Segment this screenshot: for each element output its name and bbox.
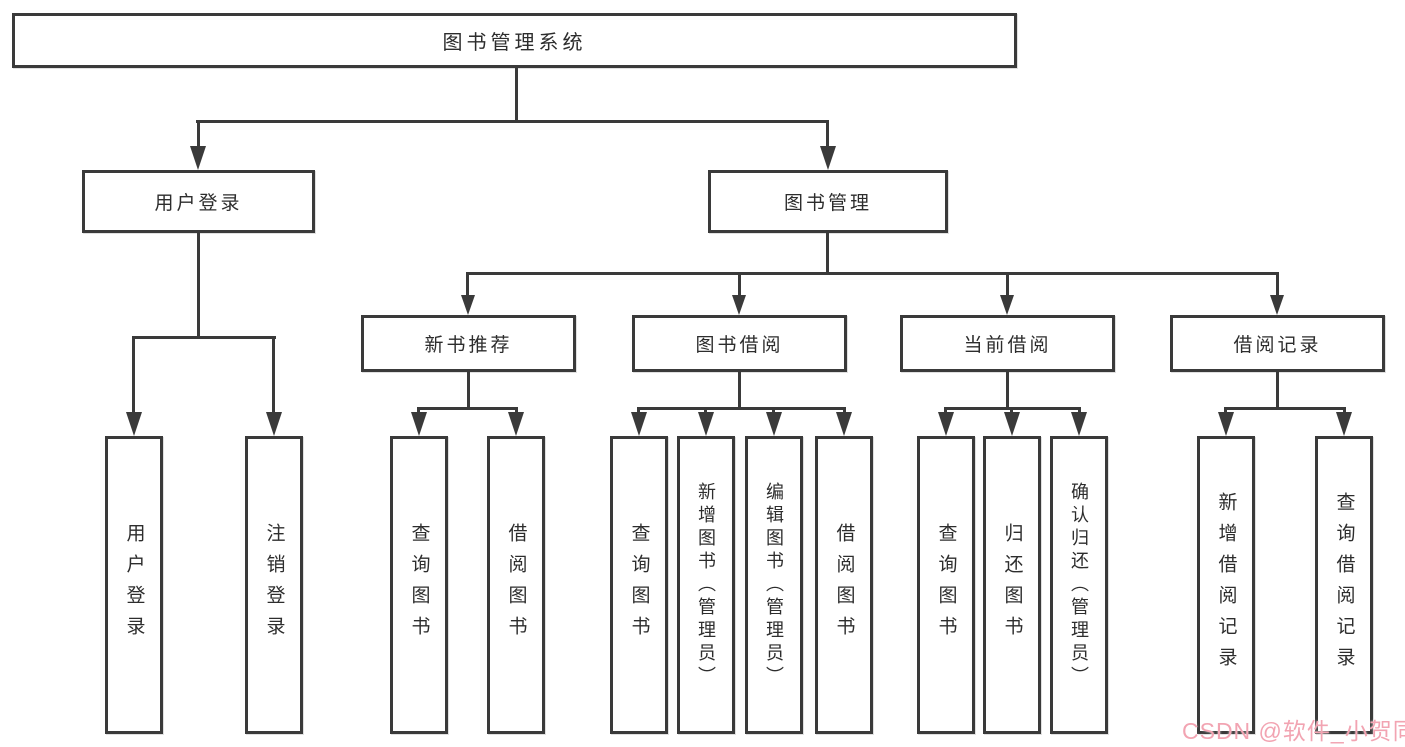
connector-vline [826,233,829,272]
connector-vline [197,233,200,336]
node-book-borrow-label: 图书借阅 [695,335,784,356]
connector-hline [466,272,1279,275]
down-arrow-icon [1336,412,1352,436]
node-book-management-label: 图书管理 [783,193,872,214]
connector-vline [944,407,947,415]
node-new-book-recommend-label: 新书推荐 [424,335,513,356]
leaf-query-borrow-record-label: 查询借阅记录 [1333,492,1355,678]
leaf-borrow-borrow-books-label: 借阅图书 [833,523,855,647]
connector-hline [196,120,829,123]
node-borrow-records-label: 借阅记录 [1233,335,1322,356]
down-arrow-icon [631,412,647,436]
leaf-borrow-query-books-label: 查询图书 [628,523,650,647]
connector-hline [1224,407,1346,410]
down-arrow-icon [1270,295,1284,315]
node-borrow-records: 借阅记录 [1170,315,1385,372]
node-root-label: 图书管理系统 [442,32,587,54]
leaf-recommend-borrow-books-label: 借阅图书 [505,523,527,647]
leaf-current-query-books-label: 查询图书 [935,523,957,647]
node-book-management: 图书管理 [708,170,948,233]
connector-vline [466,272,469,296]
connector-vline [1276,372,1279,407]
leaf-return-books: 归还图书 [983,436,1041,734]
down-arrow-icon [766,412,782,436]
leaf-recommend-query-books: 查询图书 [390,436,448,734]
node-user-login-label: 用户登录 [154,193,243,214]
down-arrow-icon [732,295,746,315]
leaf-recommend-query-books-label: 查询图书 [408,523,430,647]
down-arrow-icon [190,146,206,170]
down-arrow-icon [1071,412,1087,436]
connector-vline [704,407,707,415]
connector-vline [1006,372,1009,407]
leaf-logout-label: 注销登录 [263,523,285,647]
leaf-query-borrow-record: 查询借阅记录 [1315,436,1373,734]
connector-vline [637,407,640,415]
node-new-book-recommend: 新书推荐 [361,315,576,372]
down-arrow-icon [461,295,475,315]
leaf-user-login-label: 用户登录 [123,523,145,647]
down-arrow-icon [836,412,852,436]
leaf-user-login: 用户登录 [105,436,163,734]
node-root: 图书管理系统 [12,13,1017,68]
leaf-borrow-query-books: 查询图书 [610,436,668,734]
connector-hline [132,336,276,339]
leaf-recommend-borrow-books: 借阅图书 [487,436,545,734]
down-arrow-icon [698,412,714,436]
connector-vline [738,272,741,296]
leaf-logout: 注销登录 [245,436,303,734]
connector-vline [738,372,741,407]
csdn-watermark: CSDN @软件_小贺同学 [1182,718,1405,744]
connector-vline [1078,407,1081,415]
node-user-login: 用户登录 [82,170,315,233]
down-arrow-icon [1218,412,1234,436]
down-arrow-icon [820,146,836,170]
connector-vline [826,120,829,152]
connector-vline [772,407,775,415]
down-arrow-icon [1000,295,1014,315]
connector-vline [843,407,846,415]
connector-hline [637,407,846,410]
connector-vline [1276,272,1279,296]
leaf-edit-books-admin: 编辑图书（管理员） [745,436,803,734]
leaf-add-borrow-record-label: 新增借阅记录 [1215,492,1237,678]
down-arrow-icon [266,412,282,436]
connector-vline [467,372,470,407]
leaf-confirm-return-admin: 确认归还（管理员） [1050,436,1108,734]
connector-vline [515,68,518,120]
down-arrow-icon [411,412,427,436]
leaf-borrow-borrow-books: 借阅图书 [815,436,873,734]
down-arrow-icon [126,412,142,436]
connector-vline [515,407,518,415]
connector-hline [417,407,518,410]
connector-vline [272,336,275,414]
leaf-confirm-return-admin-label: 确认归还（管理员） [1069,481,1089,689]
leaf-return-books-label: 归还图书 [1001,523,1023,647]
leaf-add-books-admin-label: 新增图书（管理员） [696,481,716,689]
connector-vline [1343,407,1346,415]
node-book-borrow: 图书借阅 [632,315,847,372]
leaf-add-books-admin: 新增图书（管理员） [677,436,735,734]
leaf-add-borrow-record: 新增借阅记录 [1197,436,1255,734]
connector-vline [417,407,420,415]
node-current-borrow-label: 当前借阅 [963,335,1052,356]
connector-vline [1224,407,1227,415]
connector-vline [132,336,135,414]
node-current-borrow: 当前借阅 [900,315,1115,372]
down-arrow-icon [508,412,524,436]
down-arrow-icon [938,412,954,436]
leaf-edit-books-admin-label: 编辑图书（管理员） [764,481,784,689]
connector-vline [1010,407,1013,415]
connector-vline [1006,272,1009,296]
leaf-current-query-books: 查询图书 [917,436,975,734]
down-arrow-icon [1004,412,1020,436]
connector-vline [197,120,200,152]
